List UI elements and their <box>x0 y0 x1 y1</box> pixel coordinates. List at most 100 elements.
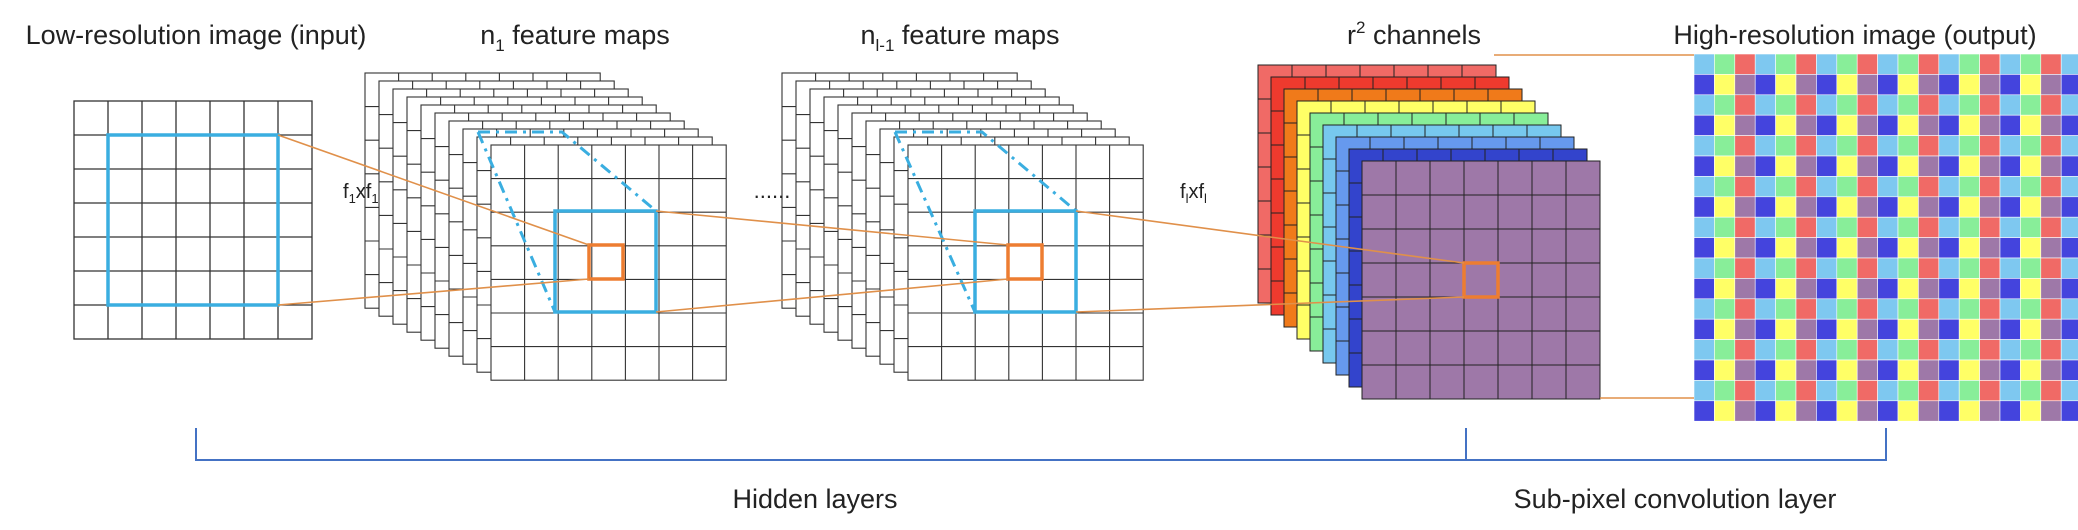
hr-pixel <box>1816 237 1838 259</box>
layer-bracket-line <box>195 428 1887 461</box>
hr-pixel <box>1693 196 1715 218</box>
hr-pixel <box>1714 135 1736 157</box>
hr-pixel <box>2060 318 2078 340</box>
hr-pixel <box>1836 155 1858 177</box>
hr-pixel <box>1999 278 2021 300</box>
input-filter-window <box>106 133 280 307</box>
hr-pixel <box>1734 400 1756 422</box>
n1-feature-maps-stack <box>364 72 727 381</box>
hr-pixel <box>1775 339 1797 361</box>
hr-pixel <box>2020 359 2042 381</box>
hr-pixel <box>2040 237 2062 259</box>
hr-pixel <box>1714 257 1736 279</box>
hr-pixel <box>1938 359 1960 381</box>
hr-pixel <box>1714 176 1736 198</box>
hr-pixel <box>2040 339 2062 361</box>
hr-pixel <box>1836 196 1858 218</box>
n1-title: n1 feature maps <box>480 20 670 55</box>
hr-pixel <box>1775 176 1797 198</box>
hr-pixel <box>2020 114 2042 136</box>
hr-pixel <box>1693 155 1715 177</box>
hr-pixel <box>1754 359 1776 381</box>
hr-pixel <box>2020 278 2042 300</box>
n1-filter-window <box>553 209 658 314</box>
hr-pixel <box>1836 74 1858 96</box>
hr-pixel <box>1856 114 1878 136</box>
hr-pixel <box>1795 257 1817 279</box>
hr-pixel <box>1795 196 1817 218</box>
hr-pixel <box>1795 53 1817 75</box>
hr-pixel <box>1836 339 1858 361</box>
hr-pixel <box>1877 94 1899 116</box>
hr-pixel <box>1775 380 1797 402</box>
hr-pixel <box>1693 318 1715 340</box>
hr-pixel <box>1693 278 1715 300</box>
hr-pixel <box>1734 339 1756 361</box>
hr-pixel <box>1816 196 1838 218</box>
hr-pixel <box>1877 176 1899 198</box>
hr-pixel <box>1693 135 1715 157</box>
hr-pixel <box>1918 196 1940 218</box>
nl-title-base: n <box>860 20 875 50</box>
hr-pixel <box>2020 135 2042 157</box>
hr-pixel <box>1734 135 1756 157</box>
hr-pixel <box>1877 135 1899 157</box>
hr-pixel <box>1754 94 1776 116</box>
hr-pixel <box>2040 318 2062 340</box>
n1-title-sub: 1 <box>495 36 504 55</box>
hr-pixel <box>1816 400 1838 422</box>
hr-pixel <box>1958 380 1980 402</box>
hr-pixel <box>1999 176 2021 198</box>
hr-pixel <box>1897 257 1919 279</box>
hr-pixel <box>1693 176 1715 198</box>
hr-pixel <box>2040 53 2062 75</box>
hr-pixel <box>1999 339 2021 361</box>
hr-pixel <box>2020 176 2042 198</box>
hr-pixel <box>1795 155 1817 177</box>
hr-pixel <box>2040 155 2062 177</box>
hr-pixel <box>1693 380 1715 402</box>
hr-pixel <box>2020 257 2042 279</box>
hr-pixel <box>1714 359 1736 381</box>
hr-pixel <box>1856 94 1878 116</box>
lr-title: Low-resolution image (input) <box>26 20 367 50</box>
hr-pixel <box>1918 135 1940 157</box>
hr-pixel <box>1775 298 1797 320</box>
connector-line-2 <box>655 210 1009 246</box>
hr-pixel <box>2060 380 2078 402</box>
hr-pixel <box>1795 74 1817 96</box>
hr-pixel <box>1795 359 1817 381</box>
high-resolution-output-grid <box>1693 53 2078 422</box>
hr-pixel <box>2020 196 2042 218</box>
hr-pixel <box>1693 74 1715 96</box>
hr-pixel <box>1897 176 1919 198</box>
hr-pixel <box>1693 237 1715 259</box>
hr-pixel <box>1999 318 2021 340</box>
r2-title-sup: 2 <box>1356 18 1365 37</box>
connector-lines <box>277 54 1694 399</box>
nl-title-rest: feature maps <box>894 20 1059 50</box>
hr-pixel <box>1836 400 1858 422</box>
hr-pixel <box>1714 339 1736 361</box>
hr-pixel <box>1856 318 1878 340</box>
hr-pixel <box>1836 257 1858 279</box>
hr-pixel <box>1897 359 1919 381</box>
hr-pixel <box>2060 53 2078 75</box>
hr-pixel <box>1938 196 1960 218</box>
hr-pixel <box>1816 359 1838 381</box>
hr-pixel <box>2020 94 2042 116</box>
nl-filter-projection <box>893 130 1077 313</box>
hr-pixel <box>1938 74 1960 96</box>
hr-pixel <box>1836 94 1858 116</box>
hr-pixel <box>1795 114 1817 136</box>
hr-pixel <box>1714 380 1736 402</box>
hr-pixel <box>1693 94 1715 116</box>
hr-pixel <box>1836 380 1858 402</box>
hr-pixel <box>1958 339 1980 361</box>
hr-pixel <box>1734 94 1756 116</box>
lr-grid <box>73 100 313 340</box>
hr-pixel <box>2020 318 2042 340</box>
hr-pixel <box>1714 53 1736 75</box>
hr-pixel <box>1754 298 1776 320</box>
